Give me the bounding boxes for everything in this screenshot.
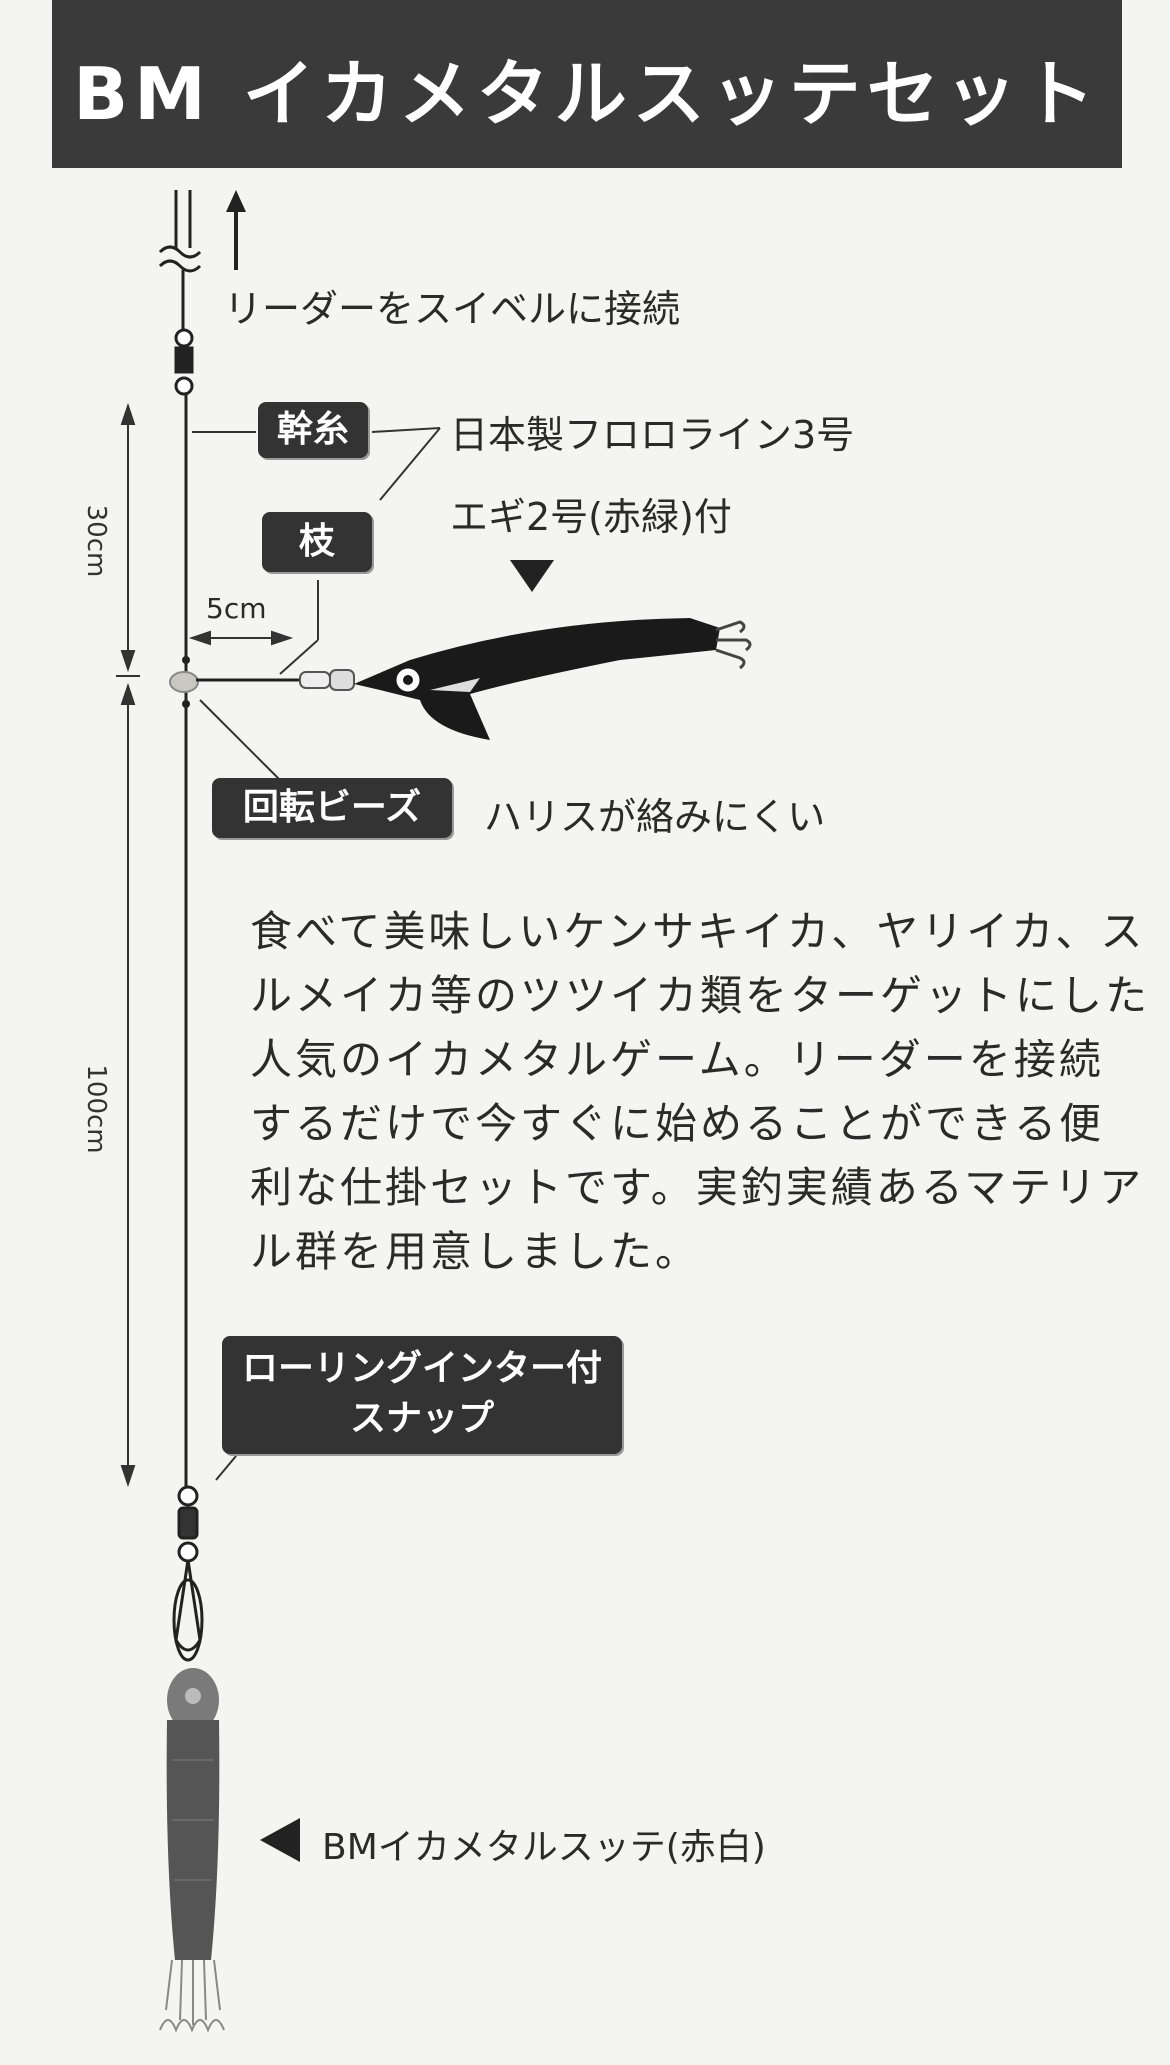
label-pointers [192,427,441,1481]
description-line: 人気のイカメタルゲーム。リーダーを接続 [250,1035,1104,1084]
sutte-label: BMイカメタルスッテ(赤白) [322,1827,766,1868]
leader-note: リーダーをスイベルに接続 [224,287,681,331]
page-title: BM イカメタルスッテセット [73,52,1101,136]
title-banner: BM イカメタルスッテセット [52,0,1122,168]
pointer-left-icon [260,1818,300,1862]
leader-line [158,190,202,330]
bead-note: ハリスが絡みにくい [484,795,826,839]
label-rotating-bead: 回転ビーズ [212,778,452,838]
sutte-jig-icon [159,1668,225,2033]
dimension-30cm-line [116,402,140,677]
label-branch: 枝 [262,512,372,572]
dimension-30cm-label: 30cm [81,504,111,578]
swivel-bottom [172,1485,204,1662]
egi-lure-icon [354,618,752,740]
description-line: 食べて美味しいケンサキイカ、ヤリイカ、ス [250,907,1146,956]
egi-swivel [299,669,355,691]
description-line: するだけで今すぐに始めることができる便 [250,1099,1105,1148]
dimension-5cm-line [188,630,294,646]
label-mainline: 幹糸 [258,402,368,458]
label-snap: ローリングインター付 スナップ [222,1336,622,1454]
snap-label-line1: ローリングインター付 [241,1348,602,1389]
egi-label: エギ2号(赤緑)付 [450,495,732,539]
rotating-bead [169,656,199,708]
description-line: 利な仕掛セットです。実釣実績あるマテリア [250,1163,1145,1212]
swivel-top [174,328,194,396]
description-line: ルメイカ等のツツイカ類をターゲットにした [250,971,1151,1020]
up-arrow-icon [226,190,246,270]
pointer-down-icon [510,560,554,592]
dimension-5cm-label: 5cm [206,592,267,625]
snap-label-line2: スナップ [349,1398,494,1439]
line-spec-label: 日本製フロロライン3号 [450,413,855,457]
dimension-100cm-label: 100cm [81,1064,111,1154]
product-description: 食べて美味しいケンサキイカ、ヤリイカ、ス ルメイカ等のツツイカ類をターゲットにし… [250,900,1151,1284]
description-line: ル群を用意しました。 [250,1227,701,1276]
dimension-100cm-line [120,682,136,1488]
